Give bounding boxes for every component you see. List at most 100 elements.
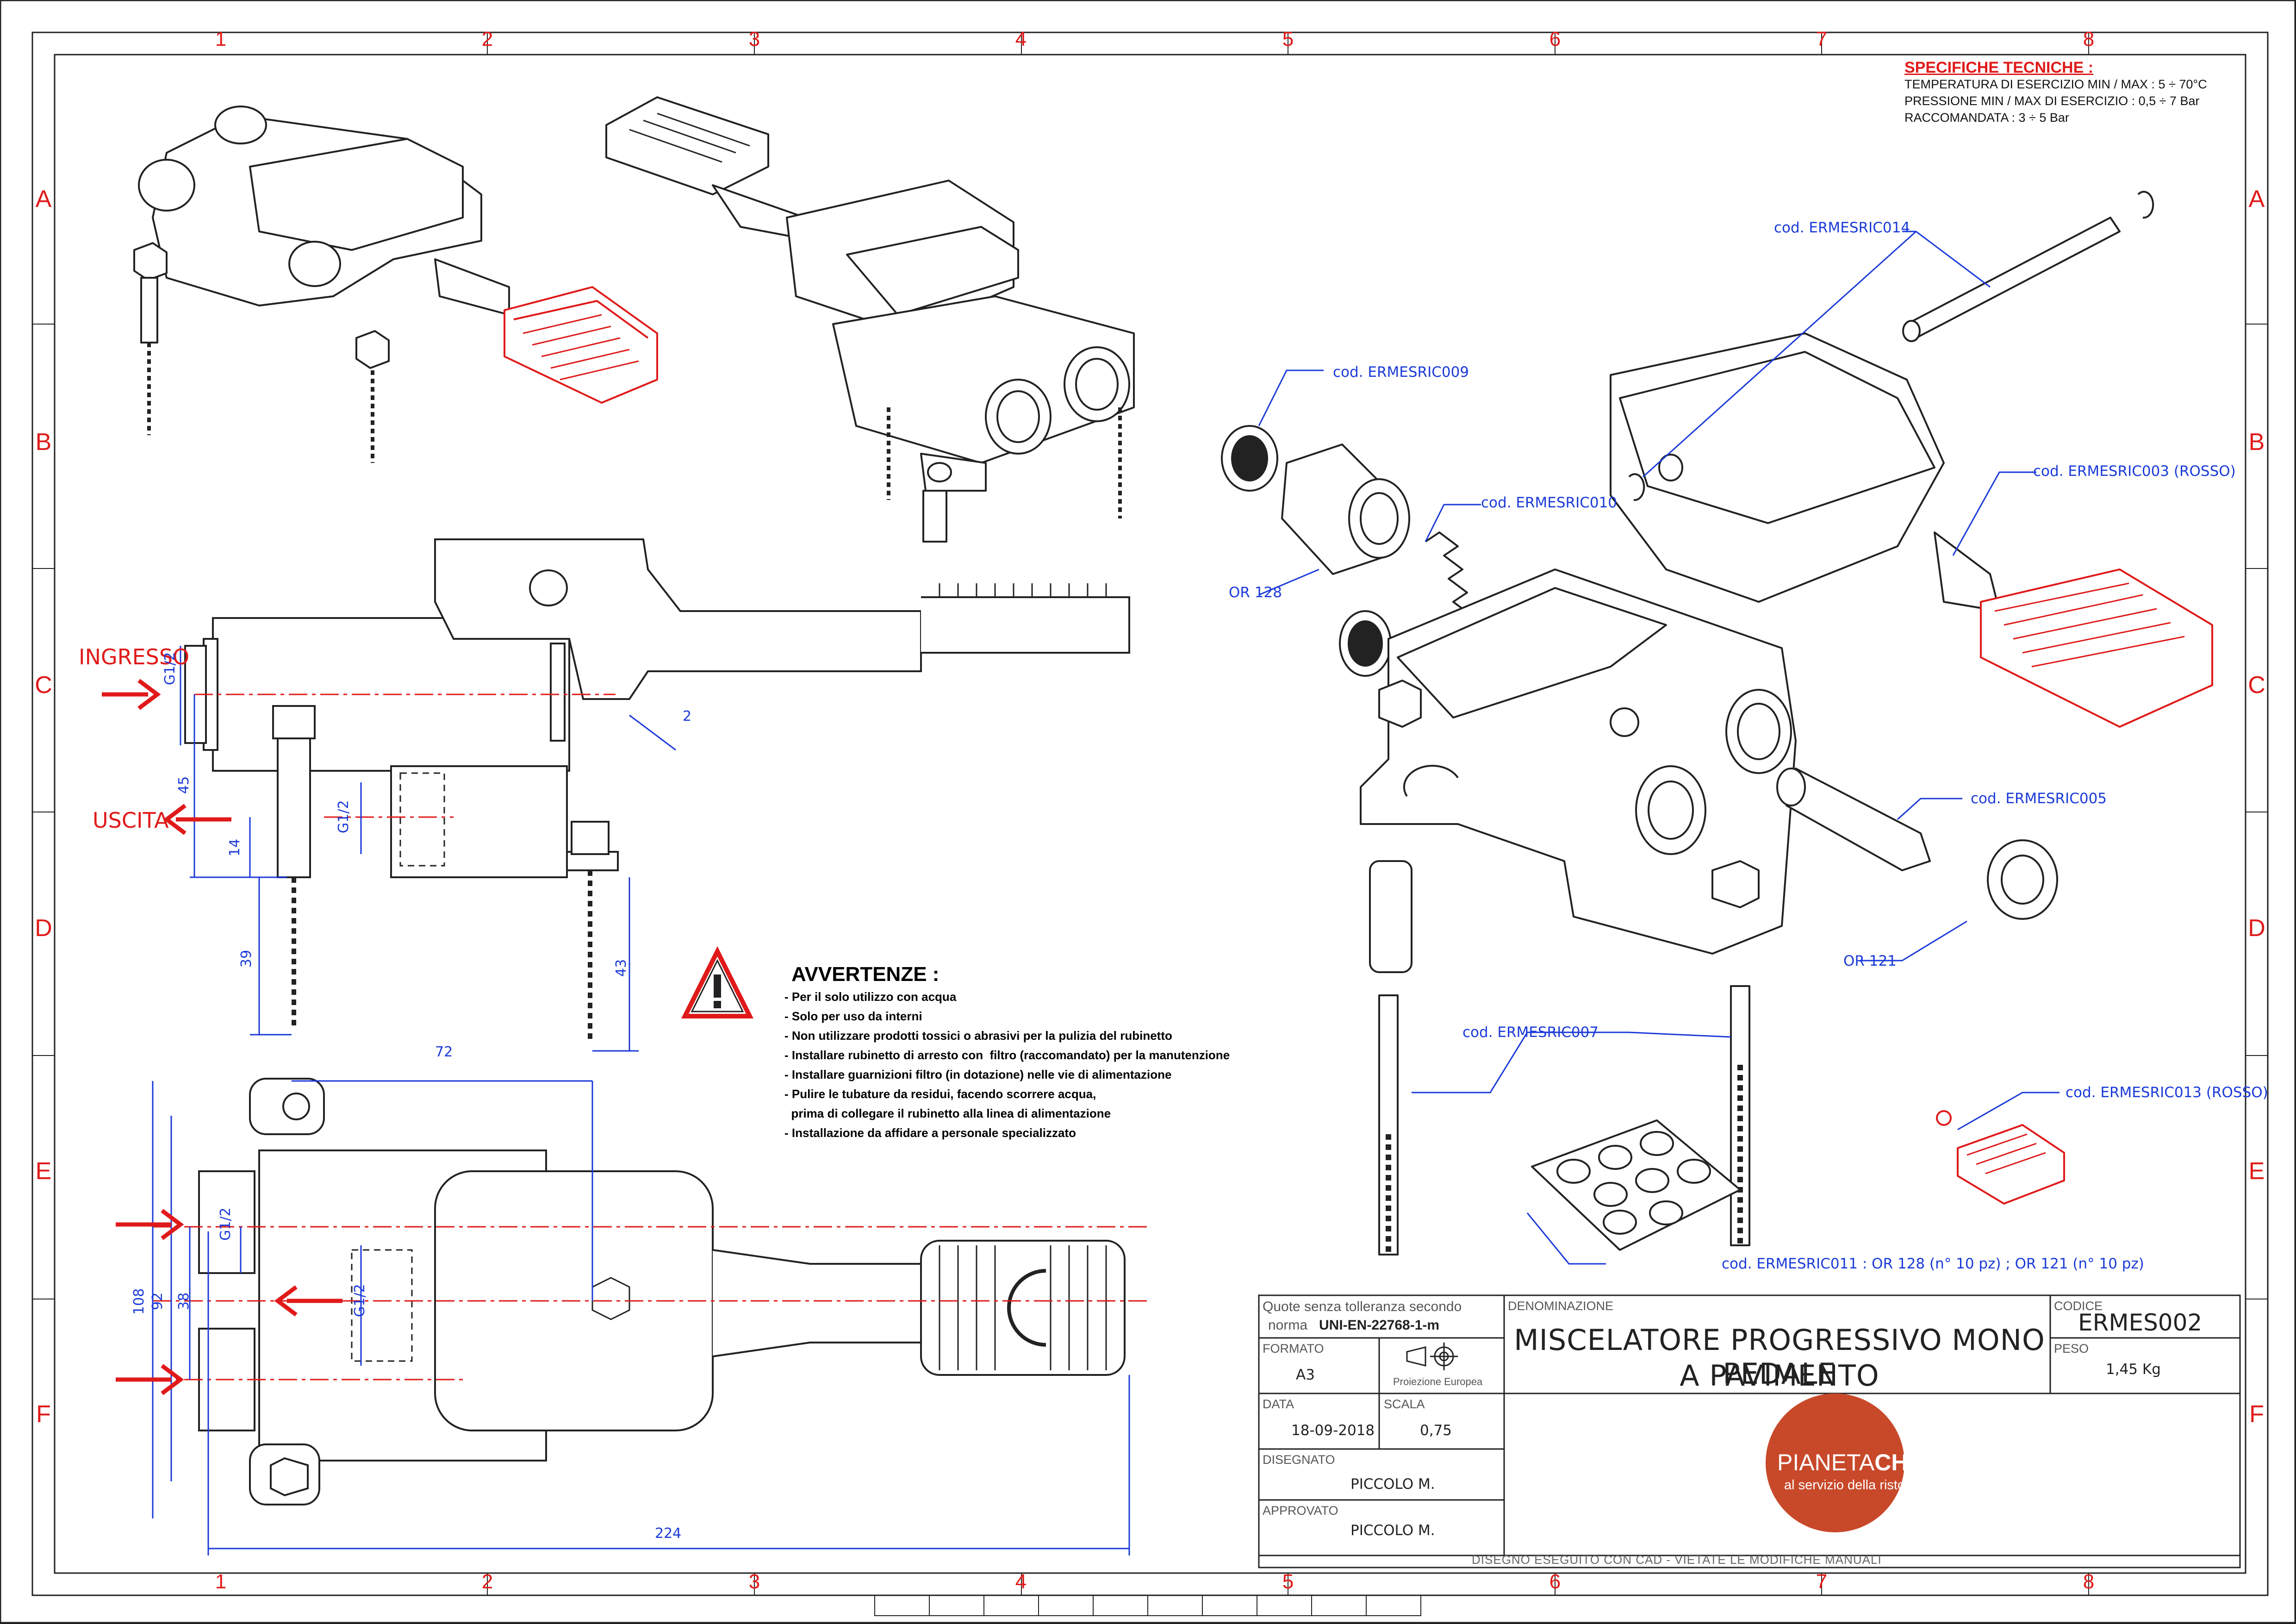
warning-item: - Installare rubinetto di arresto con fi…: [784, 1048, 1230, 1062]
approved-by-value: PICCOLO M.: [1350, 1522, 1435, 1539]
part-label-ermesric013: cod. ERMESRIC013 (ROSSO): [2066, 1084, 2268, 1101]
warning-item: prima di collegare il rubinetto alla lin…: [784, 1106, 1111, 1120]
date-value: 18-09-2018: [1291, 1422, 1375, 1439]
tolerance-note-line1: Quote senza tolleranza secondo: [1263, 1299, 1462, 1314]
part-label-ermesric007: cod. ERMESRIC007: [1462, 1024, 1599, 1041]
iso-view-assembled-1: [133, 106, 658, 463]
zone-number-bottom-3: 3: [748, 1570, 760, 1593]
dimension-39: 39: [238, 949, 255, 968]
part-label-or121: OR 121: [1843, 953, 1897, 969]
part-label-or128: OR 128: [1229, 584, 1282, 601]
drawing-title-line1: MISCELATORE PROGRESSIVO MONO PEDALE: [1514, 1323, 2045, 1391]
warnings-list: - Per il solo utilizzo con acqua - Solo …: [784, 987, 1230, 1143]
zone-letter-left-D: D: [35, 915, 52, 942]
zone-letter-right-A: A: [2248, 186, 2265, 212]
zone-number-top-7: 7: [1816, 28, 1828, 50]
warning-triangle-icon: [681, 946, 754, 1018]
zone-number-top-2: 2: [481, 28, 493, 50]
zone-number-top-4: 4: [1015, 28, 1027, 50]
thread-dimension-top-1: G1/2: [218, 1207, 234, 1241]
logo-tagline: al servizio della ristorazione: [1784, 1478, 1949, 1493]
scale-value: 0,75: [1420, 1422, 1452, 1439]
flow-arrows: [102, 679, 342, 1395]
warning-item: - Installazione da affidare a personale …: [784, 1126, 1076, 1140]
inlet-label: INGRESSO: [79, 644, 190, 669]
zone-number-bottom-5: 5: [1282, 1570, 1294, 1593]
dimension-92: 92: [149, 1292, 166, 1310]
zone-letter-left-F: F: [36, 1401, 51, 1428]
outlet-label: USCITA: [93, 808, 169, 833]
weight-value: 1,45 Kg: [2106, 1361, 2161, 1378]
part-label-ermesric011: cod. ERMESRIC011 : OR 128 (n° 10 pz) ; O…: [1722, 1255, 2144, 1272]
side-elevation-view: [184, 538, 1130, 1042]
warnings-title: AVVERTENZE :: [791, 963, 940, 986]
thread-dimension-side-1: G1/2: [162, 652, 178, 685]
warning-item: - Per il solo utilizzo con acqua: [784, 990, 957, 1004]
thread-dimension-side-2: G1/2: [336, 800, 352, 833]
iso-view-assembled-2: [605, 96, 1135, 543]
drawn-by-value: PICCOLO M.: [1350, 1476, 1435, 1493]
date-label: DATA: [1263, 1397, 1294, 1411]
zone-number-top-5: 5: [1282, 28, 1294, 50]
zone-number-bottom-4: 4: [1015, 1570, 1027, 1593]
logo-word-chef: CHEF: [1874, 1449, 1938, 1475]
zone-letter-right-F: F: [2249, 1401, 2264, 1428]
cad-footer-note: DISEGNO ESEGUITO CON CAD - VIETATE LE MO…: [1472, 1553, 1882, 1567]
specs-temperature: TEMPERATURA DI ESERCIZIO MIN / MAX : 5 ÷…: [1904, 77, 2207, 91]
drawing-title-line2: A PAVIMENTO: [1680, 1359, 1879, 1393]
part-label-ermesric009: cod. ERMESRIC009: [1333, 364, 1469, 381]
logo-wordmark: PIANETACHEF: [1777, 1449, 1937, 1476]
part-label-ermesric014: cod. ERMESRIC014: [1774, 219, 1910, 236]
dimension-45: 45: [176, 776, 192, 794]
dimension-43: 43: [613, 959, 629, 977]
side-view-dimension-lines: [180, 646, 676, 1052]
part-label-ermesric005: cod. ERMESRIC005: [1971, 790, 2107, 807]
part-leader-lines: [1258, 231, 2060, 1265]
code-value: ERMES002: [2078, 1309, 2203, 1336]
zone-number-top-6: 6: [1549, 28, 1561, 50]
dimension-14: 14: [227, 838, 243, 856]
zone-number-bottom-7: 7: [1816, 1570, 1828, 1593]
projection-symbol-icon: [1406, 1343, 1458, 1370]
dimension-72: 72: [435, 1044, 453, 1060]
approved-by-label: APPROVATO: [1263, 1504, 1338, 1518]
zone-letter-right-C: C: [2248, 672, 2265, 699]
tolerance-note-line2: norma: [1268, 1318, 1308, 1333]
zone-number-bottom-8: 8: [2083, 1570, 2095, 1593]
zone-letter-right-E: E: [2248, 1158, 2265, 1185]
technical-specs: SPECIFICHE TECNICHE : TEMPERATURA DI ESE…: [1904, 59, 2207, 126]
weight-label: PESO: [2054, 1342, 2089, 1355]
specs-recommended: RACCOMANDATA : 3 ÷ 5 Bar: [1904, 111, 2069, 125]
part-label-ermesric003: cod. ERMESRIC003 (ROSSO): [2033, 463, 2236, 480]
dimension-2: 2: [683, 708, 692, 725]
dimension-38: 38: [176, 1292, 192, 1310]
projection-label: Proiezione Europea: [1393, 1376, 1483, 1387]
exploded-view: [1221, 191, 2213, 1255]
logo-word-pianeta: PIANETA: [1777, 1449, 1875, 1475]
code-label: CODICE: [2054, 1299, 2103, 1313]
warning-item: - Non utilizzare prodotti tossici o abra…: [784, 1029, 1172, 1043]
zone-number-bottom-6: 6: [1549, 1570, 1561, 1593]
zone-letter-right-D: D: [2248, 915, 2265, 942]
zone-letter-left-A: A: [35, 186, 52, 212]
scale-label: SCALA: [1384, 1397, 1425, 1411]
specs-title: SPECIFICHE TECNICHE :: [1904, 59, 2094, 76]
title-block-frame: [1258, 1294, 2241, 1568]
zone-number-top-1: 1: [215, 28, 227, 50]
warning-item: - Pulire le tubature da residui, facendo…: [784, 1087, 1096, 1101]
warning-item: - Installare guarnizioni filtro (in dota…: [784, 1068, 1172, 1081]
denomination-label: DENOMINAZIONE: [1508, 1299, 1614, 1313]
thread-dimension-top-2: G1/2: [352, 1284, 368, 1317]
tolerance-standard: UNI-EN-22768-1-m: [1319, 1318, 1440, 1333]
top-plan-view: [198, 1078, 1126, 1505]
dimension-108: 108: [131, 1288, 147, 1315]
zone-number-top-3: 3: [748, 28, 760, 50]
pianetachef-logo: [1766, 1393, 1904, 1532]
zone-letter-left-B: B: [35, 429, 52, 456]
part-label-ermesric010: cod. ERMESRIC010: [1481, 494, 1618, 511]
zone-letter-left-C: C: [35, 672, 52, 699]
zone-letter-left-E: E: [35, 1158, 52, 1185]
zone-number-bottom-1: 1: [215, 1570, 227, 1593]
